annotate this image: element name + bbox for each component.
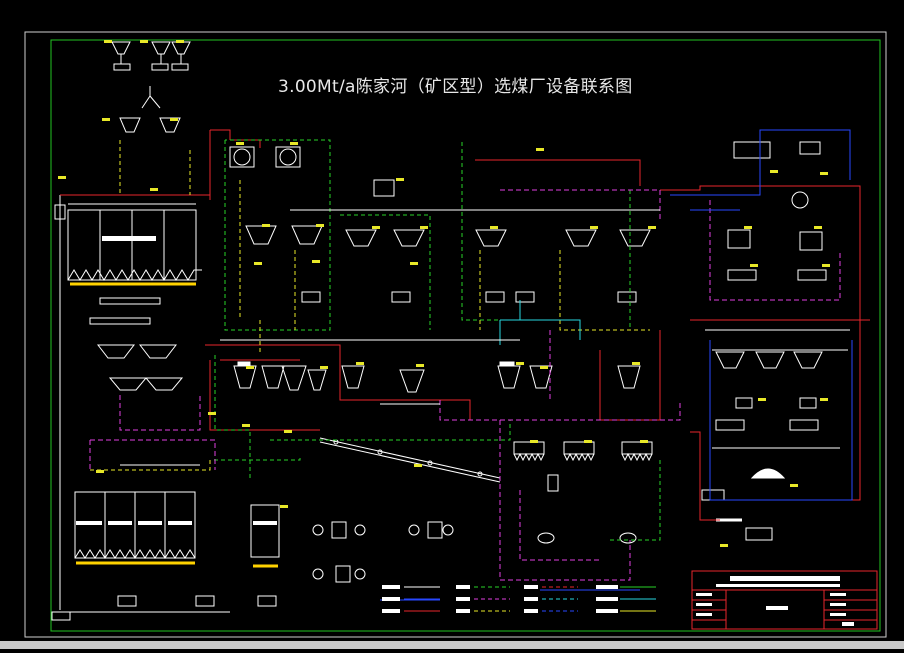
green-pipelines bbox=[214, 139, 661, 541]
right-equipment bbox=[701, 141, 848, 541]
pipeline-legend bbox=[382, 585, 656, 613]
drawing-title: 3.00Mt/a陈家河（矿区型）选煤厂设备联系图 bbox=[278, 77, 633, 97]
equipment-number-tags bbox=[58, 40, 830, 547]
heavy-medium-cyclones bbox=[229, 146, 651, 303]
left-screens bbox=[89, 297, 184, 391]
title-block bbox=[691, 570, 878, 630]
left-riser bbox=[51, 195, 277, 621]
pump-groups bbox=[312, 521, 454, 583]
raw-coal-hoppers bbox=[111, 41, 191, 133]
inclined-conveyor bbox=[319, 437, 501, 483]
raw-coal-bunker bbox=[67, 203, 202, 286]
blue-pipelines bbox=[380, 129, 853, 601]
inner-frame bbox=[50, 39, 881, 632]
red-pipelines bbox=[60, 129, 870, 521]
white-conveyors bbox=[120, 209, 850, 466]
yellow-pipelines bbox=[90, 140, 650, 471]
outer-frame bbox=[24, 31, 887, 638]
filter-presses bbox=[513, 441, 653, 544]
product-bunkers bbox=[74, 491, 280, 568]
medium-sumps bbox=[233, 361, 641, 393]
cyan-pipelines bbox=[499, 300, 581, 345]
window-bottom-strip bbox=[0, 641, 904, 649]
